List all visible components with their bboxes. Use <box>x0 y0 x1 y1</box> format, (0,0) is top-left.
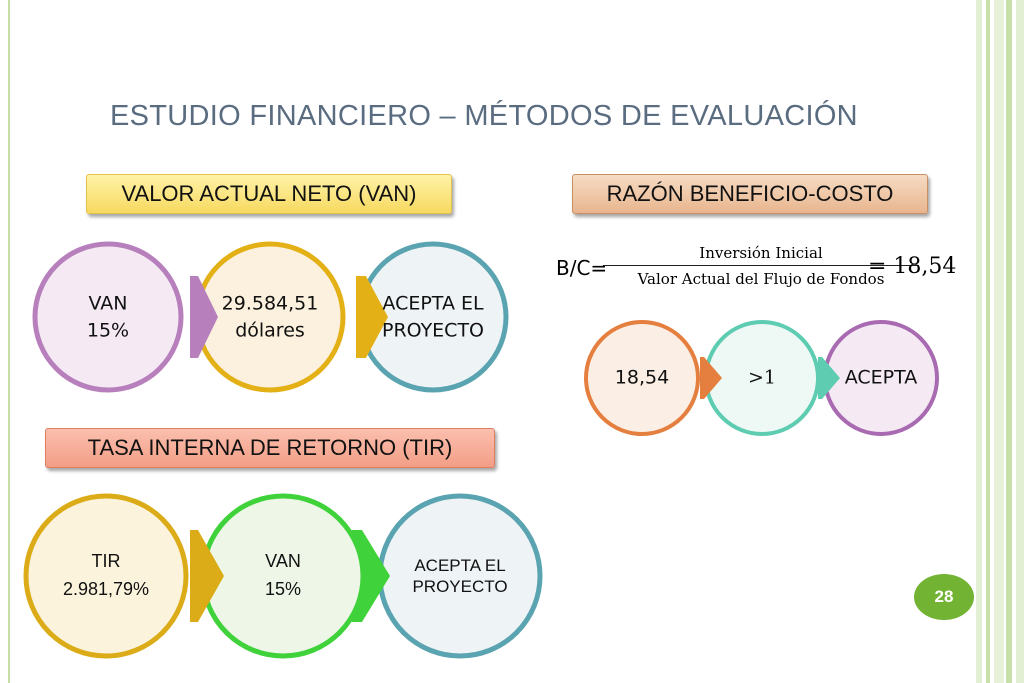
tir-rate-value: 2.981,79% <box>62 579 150 599</box>
van-section-label: VALOR ACTUAL NETO (VAN) <box>86 174 452 214</box>
van-circle-rate-text: VAN 15% <box>87 290 129 343</box>
van-result-line1: ACEPTA EL <box>382 292 484 315</box>
van-process-chain <box>32 241 509 393</box>
bc-value-text: 18,54 <box>614 366 670 389</box>
tir-arrow-1 <box>190 530 224 622</box>
van-circle-amount-text: 29.584,51 dólares <box>222 290 319 343</box>
bc-circle-value <box>584 320 700 436</box>
van-arrow-2 <box>356 276 388 358</box>
bc-process-chain <box>584 320 939 436</box>
van-circle-rate <box>32 241 184 393</box>
tir-van-value: 15% <box>264 579 302 599</box>
formula-numerator: Inversión Inicial <box>699 244 823 262</box>
tir-result-line1: ACEPTA EL <box>414 555 506 575</box>
bc-section-label: RAZÓN BENEFICIO-COSTO <box>572 174 928 214</box>
tir-result-line2: PROYECTO <box>412 577 508 596</box>
tir-process-chain <box>23 493 543 659</box>
formula-fraction: Inversión Inicial Valor Actual del Flujo… <box>603 244 919 288</box>
bc-formula: B/C= Inversión Inicial Valor Actual del … <box>556 244 966 296</box>
tir-van-title: VAN <box>265 551 301 572</box>
tir-circle-rate-text: TIR 2.981,79% <box>63 548 149 604</box>
tir-rate-title: TIR <box>91 551 121 572</box>
formula-result: = 18,54 <box>868 254 957 279</box>
formula-denominator: Valor Actual del Flujo de Fondos <box>637 270 885 288</box>
van-rate-value: 15% <box>86 319 130 341</box>
van-amount-value: 29.584,51 <box>221 292 319 315</box>
page-number-badge: 28 <box>914 574 974 620</box>
bc-decision-text: ACEPTA <box>844 366 918 389</box>
van-rate-title: VAN <box>88 292 128 315</box>
van-result-line2: PROYECTO <box>381 319 485 341</box>
van-arrow-1 <box>190 276 218 358</box>
tir-circle-van-text: VAN 15% <box>265 548 301 604</box>
bc-arrow-2 <box>818 357 840 399</box>
right-frame-stripes <box>976 0 1024 683</box>
fraction-line <box>603 265 919 266</box>
bc-condition-text: >1 <box>747 366 777 389</box>
bc-arrow-1 <box>700 357 722 399</box>
left-frame-line <box>8 0 10 683</box>
formula-lhs: B/C= <box>556 256 608 280</box>
van-amount-unit: dólares <box>235 319 305 341</box>
tir-circle-result-text: ACEPTA EL PROYECTO <box>412 555 507 598</box>
van-circle-result-text: ACEPTA EL PROYECTO <box>382 290 484 343</box>
tir-circle-rate <box>23 493 189 659</box>
slide-title: ESTUDIO FINANCIERO – MÉTODOS DE EVALUACI… <box>110 100 858 132</box>
tir-section-label: TASA INTERNA DE RETORNO (TIR) <box>45 428 495 468</box>
